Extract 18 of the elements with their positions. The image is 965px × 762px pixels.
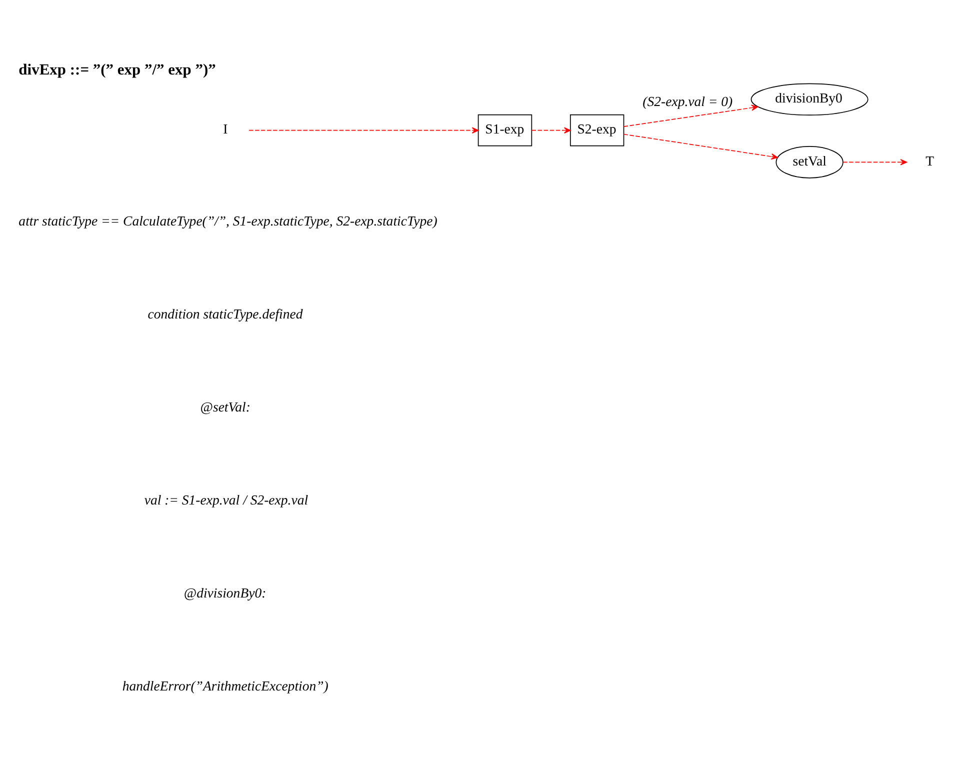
label: attr staticType == CalculateType(”/”, S1-exp.staticType, S2-exp.staticType) <box>18 213 438 228</box>
label: handleError(”ArithmeticException”) <box>122 678 328 693</box>
node-text: T <box>926 152 934 168</box>
label: @divisionBy0: <box>184 585 266 600</box>
label: val := S1-exp.val / S2-exp.val <box>144 492 308 508</box>
diagram-title: divExp ::= ”(” exp ”/” exp ”)” <box>18 60 216 78</box>
edge-label: (S2-exp.val = 0) <box>642 94 733 109</box>
arrow <box>842 158 908 165</box>
node-box: S1-exp <box>478 114 532 146</box>
arrow <box>248 126 479 133</box>
arrow <box>623 133 778 160</box>
node-ellipse: setVal <box>776 146 844 178</box>
node-text: I <box>223 121 228 136</box>
label: condition staticType.defined <box>148 306 303 322</box>
arrow <box>531 126 571 133</box>
label: @setVal: <box>200 399 250 414</box>
node-box: S2-exp <box>570 114 624 146</box>
arrow <box>623 104 758 126</box>
